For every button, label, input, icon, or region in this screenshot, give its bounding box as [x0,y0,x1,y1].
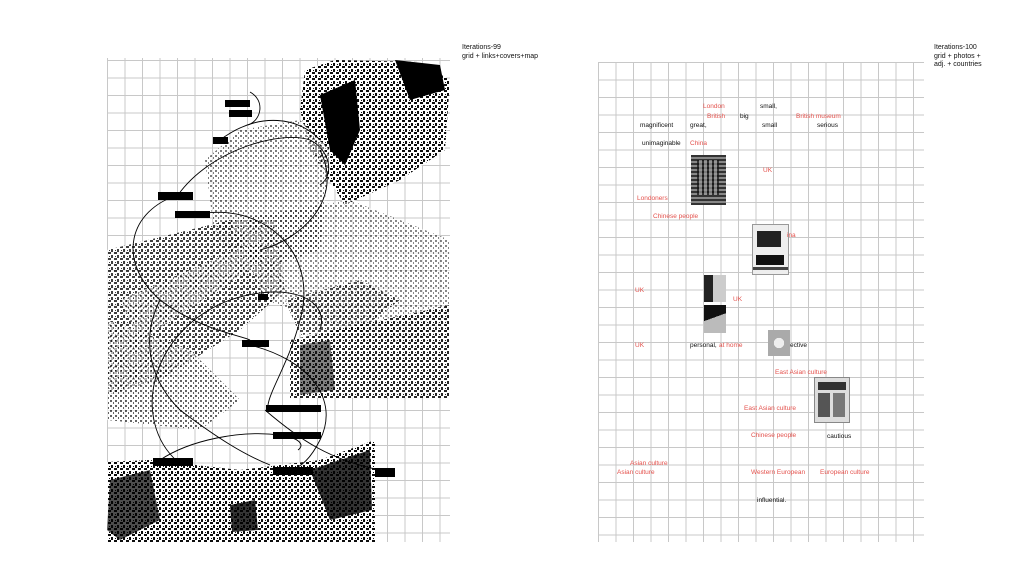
right-caption: Iterations-100 grid + photos + adj. + co… [934,44,982,68]
label-asian-culture-2: Asian culture [617,469,655,476]
label-serious: serious [817,122,838,129]
label-personal: personal, [690,342,717,349]
map-fragment-bottom [107,440,375,542]
link-curves [132,91,381,471]
label-cautious: cautious [827,433,852,440]
label-ective: ective [790,342,807,349]
label-western-european: Western European [751,469,806,476]
label-magnificent: magnificent [640,122,674,129]
map-fragment-middle [230,200,450,345]
label-unimaginable: unimaginable [642,140,681,147]
photo-shopfront [814,377,850,423]
label-small-1: small, [760,103,777,110]
right-grid [598,62,924,542]
label-londoners: Londoners [637,195,668,202]
photo-shelf [704,275,726,302]
label-great: great, [690,122,707,129]
label-british: British [707,113,726,120]
label-chinese-people-2: Chinese people [751,432,797,439]
label-influential: influential. [757,497,787,504]
label-uk-2: UK [635,287,645,294]
label-london: London [703,103,725,110]
photo-object [768,330,790,356]
label-european-culture: European culture [820,469,870,476]
label-uk-1: UK [763,167,773,174]
label-asian-culture-1: Asian culture [630,460,668,467]
label-small-2: small [762,122,778,129]
map-fragment-lower-left [107,320,240,430]
photo-room [704,305,726,333]
left-caption: Iterations-99 grid + links+covers+map [462,44,539,60]
photo-exhibit [752,224,789,275]
label-ina: ina [787,232,796,239]
label-at-home: at home [719,342,743,349]
label-big: big [740,113,749,120]
label-chinese-people-1: Chinese people [653,213,699,220]
label-british-museum: British museum [796,113,841,120]
label-china: China [690,140,707,147]
label-east-asian-culture-2: East Asian culture [744,405,797,412]
label-east-asian-culture-1: East Asian culture [775,369,828,376]
label-uk-4: UK [635,342,645,349]
photo-building [691,155,726,205]
label-uk-3: UK [733,296,743,303]
map-fragment-right-block [290,305,450,398]
cover-bars [153,100,395,477]
map-fragment-top-right [300,60,450,205]
